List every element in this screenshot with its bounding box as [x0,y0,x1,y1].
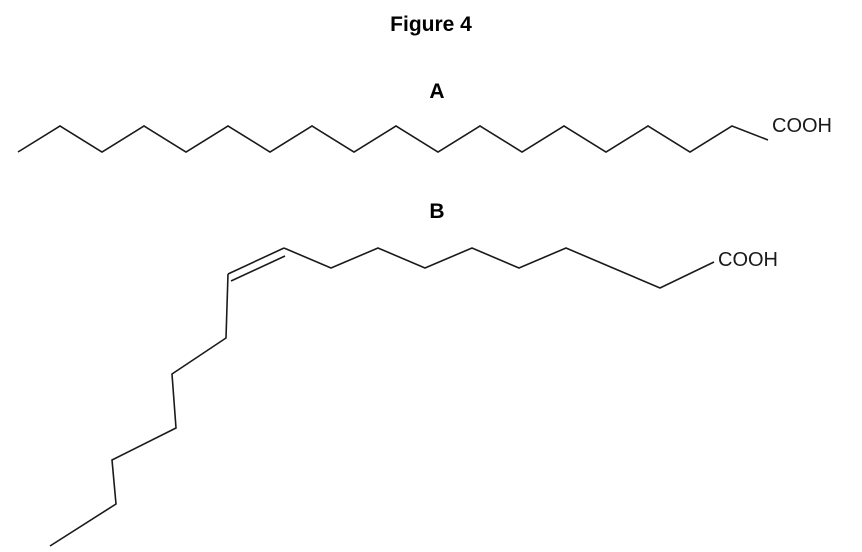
molecule-a-structure: COOH [17,115,832,153]
molecule-b-structure: COOH [49,247,778,547]
molecule-b-carbon-chain-lower [49,273,229,547]
molecule-b-cis-double-bond [227,247,285,275]
molecule-b-carbon-chain-upper [283,247,715,289]
molecule-b-cis-double-bond-second-line [230,255,286,282]
molecule-b-label: B [429,200,445,223]
molecule-b-carboxyl-group: COOH [718,249,778,271]
molecule-a-carbon-chain [17,125,769,153]
molecule-a-label: A [429,80,445,103]
figure-title: Figure 4 [390,13,472,36]
molecule-a-carboxyl-group: COOH [772,115,832,137]
